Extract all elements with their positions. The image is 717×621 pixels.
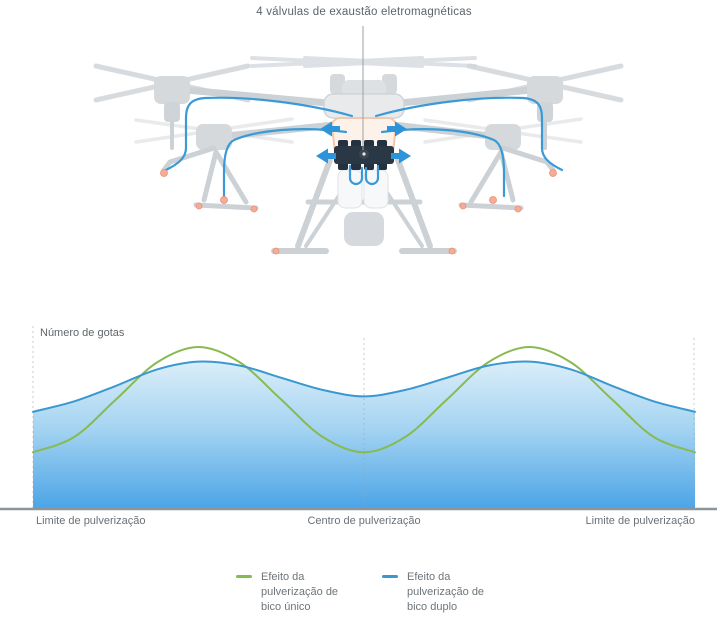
nozzle-tips — [160, 169, 557, 255]
valve-block — [334, 140, 394, 170]
liquid-bottles — [337, 169, 389, 209]
annotation-title: 4 válvulas de exaustão eletromagnéticas — [256, 6, 472, 18]
exhaust-arrows — [316, 121, 411, 164]
legend-label-single-nozzle: Efeito da pulverização de bico único — [261, 571, 339, 613]
radar-pod — [344, 212, 384, 246]
x-axis-label-right: Limite de pulverização — [585, 515, 695, 527]
legend-item-double-nozzle: Efeito da pulverização de bico duplo — [382, 570, 502, 615]
chart-legend: Efeito da pulverização de bico único Efe… — [236, 570, 502, 615]
rear-propellers — [250, 56, 477, 68]
x-axis-label-center: Centro de pulverização — [307, 515, 421, 527]
x-axis-label-left: Limite de pulverização — [36, 515, 146, 527]
y-axis-label: Número de gotas — [40, 327, 125, 339]
single-nozzle-curve — [32, 345, 696, 454]
legend-label-double-nozzle: Efeito da pulverização de bico duplo — [407, 571, 485, 613]
guide-lines — [32, 326, 695, 508]
motor-shafts — [170, 120, 547, 150]
spray-tubing — [164, 96, 564, 198]
legend-line-green-icon — [236, 575, 252, 578]
double-nozzle-area-fill — [33, 361, 695, 509]
legend-line-blue-icon — [382, 575, 398, 578]
double-nozzle-curve — [32, 360, 696, 413]
legend-item-single-nozzle: Efeito da pulverização de bico único — [236, 570, 356, 615]
drone-illustration — [93, 26, 624, 255]
